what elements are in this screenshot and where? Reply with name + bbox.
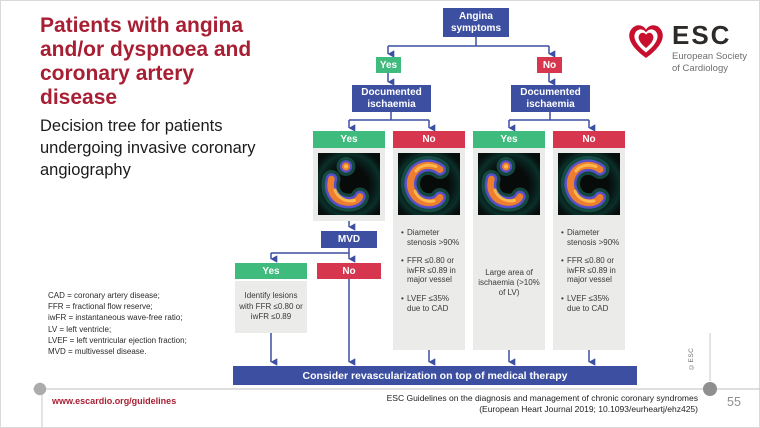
abbreviation-list: CAD = coronary artery disease; FFR = fra… <box>48 290 228 357</box>
identify-lesions-note: Identify lesions with FFR ≤0.80 or iwFR … <box>235 281 307 333</box>
citation-line-2: (European Heart Journal 2019; 10.1093/eu… <box>479 404 698 415</box>
esc-logo-acronym: ESC <box>672 20 732 50</box>
abbreviation-item: MVD = multivessel disease. <box>48 346 147 356</box>
column-2-header: No <box>393 131 465 148</box>
esc-logo: ESC European Society of Cardiology <box>626 22 747 75</box>
escardio-guidelines-link[interactable]: www.escardio.org/guidelines <box>52 396 177 406</box>
node-documented-ischaemia-right: Documented ischaemia <box>511 85 590 112</box>
column-4-criteria-list: Diameter stenosis >90% FFR ≤0.80 or iwFR… <box>553 215 625 322</box>
column-3-header: Yes <box>473 131 545 148</box>
node-mvd: MVD <box>321 231 377 248</box>
citation: ESC Guidelines on the diagnosis and mana… <box>300 393 698 415</box>
mvd-branch-yes: Yes <box>235 263 307 279</box>
abbreviation-item: CAD = coronary artery disease; <box>48 291 160 300</box>
criteria-item: LVEF ≤35% due to CAD <box>561 294 621 313</box>
criteria-item: FFR ≤0.80 or iwFR ≤0.89 in major vessel <box>401 256 461 285</box>
criteria-item: FFR ≤0.80 or iwFR ≤0.89 in major vessel <box>561 256 621 285</box>
mvd-branch-no: No <box>317 263 381 279</box>
perfusion-scan-image <box>398 153 460 215</box>
node-angina-symptoms: Angina symptoms <box>443 8 509 37</box>
column-card-4: No Diameter stenosis >90% FFR ≤0.80 or i… <box>553 131 625 350</box>
column-card-2: No Diameter stenosis >90% FFR ≤0.80 or i… <box>393 131 465 350</box>
column-1-header: Yes <box>313 131 385 148</box>
perfusion-scan-image <box>558 153 620 215</box>
outcome-banner: Consider revascularization on top of med… <box>233 366 637 385</box>
column-card-3: Yes Large area of ischaemia (>10% of LV) <box>473 131 545 350</box>
copyright-esc-vertical: ©ESC <box>688 347 695 371</box>
esc-logo-subtitle: European Society of Cardiology <box>672 51 747 74</box>
abbreviation-item: iwFR = instantaneous wave-free ratio; <box>48 313 183 323</box>
abbreviation-item: LVEF = left ventricular ejection fractio… <box>48 335 187 345</box>
column-4-header: No <box>553 131 625 148</box>
criteria-item: LVEF ≤35% due to CAD <box>401 294 461 313</box>
citation-line-1: ESC Guidelines on the diagnosis and mana… <box>386 393 698 403</box>
page-title: Patients with angina and/or dyspnoea and… <box>40 14 252 109</box>
criteria-item: Diameter stenosis >90% <box>401 228 461 247</box>
criteria-item: Diameter stenosis >90% <box>561 228 621 247</box>
column-2-criteria-list: Diameter stenosis >90% FFR ≤0.80 or iwFR… <box>393 215 465 322</box>
page-number: 55 <box>727 395 741 409</box>
page-subtitle: Decision tree for patients undergoing in… <box>40 117 256 179</box>
abbreviation-item: FFR = fractional flow reserve; <box>48 302 153 312</box>
column-card-1: Yes <box>313 131 385 221</box>
column-3-criteria: Large area of ischaemia (>10% of LV) <box>478 267 540 297</box>
esc-heart-icon <box>629 25 663 58</box>
node-documented-ischaemia-left: Documented ischaemia <box>352 85 431 112</box>
branch-no-top: No <box>537 57 562 73</box>
branch-yes-top: Yes <box>376 57 401 73</box>
abbreviation-item: LV = left ventricle; <box>48 324 112 334</box>
perfusion-scan-image <box>318 153 380 215</box>
perfusion-scan-image <box>478 153 540 215</box>
